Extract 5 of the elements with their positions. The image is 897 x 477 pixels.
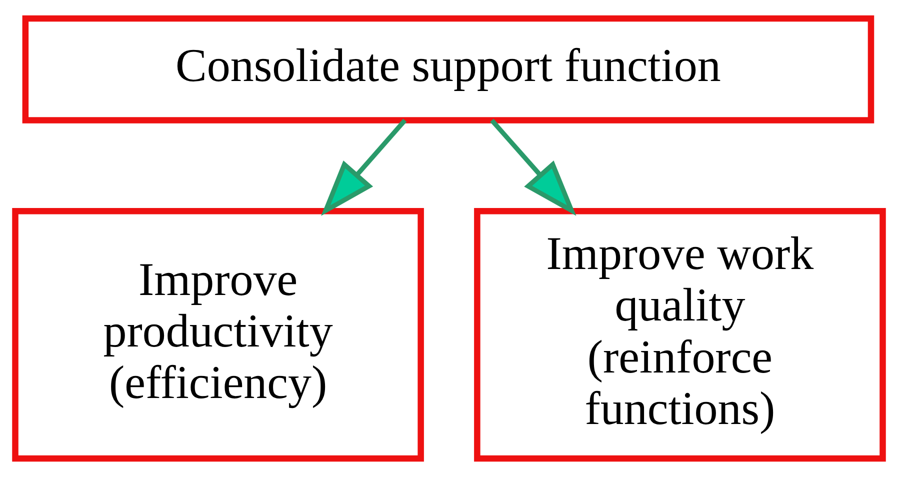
arrow <box>320 118 406 216</box>
arrow <box>490 118 576 216</box>
node-box: Improve productivity (efficiency) <box>12 208 424 462</box>
node-box: Improve work quality (reinforce functions) <box>474 208 886 462</box>
node-box: Consolidate support function <box>22 15 874 124</box>
